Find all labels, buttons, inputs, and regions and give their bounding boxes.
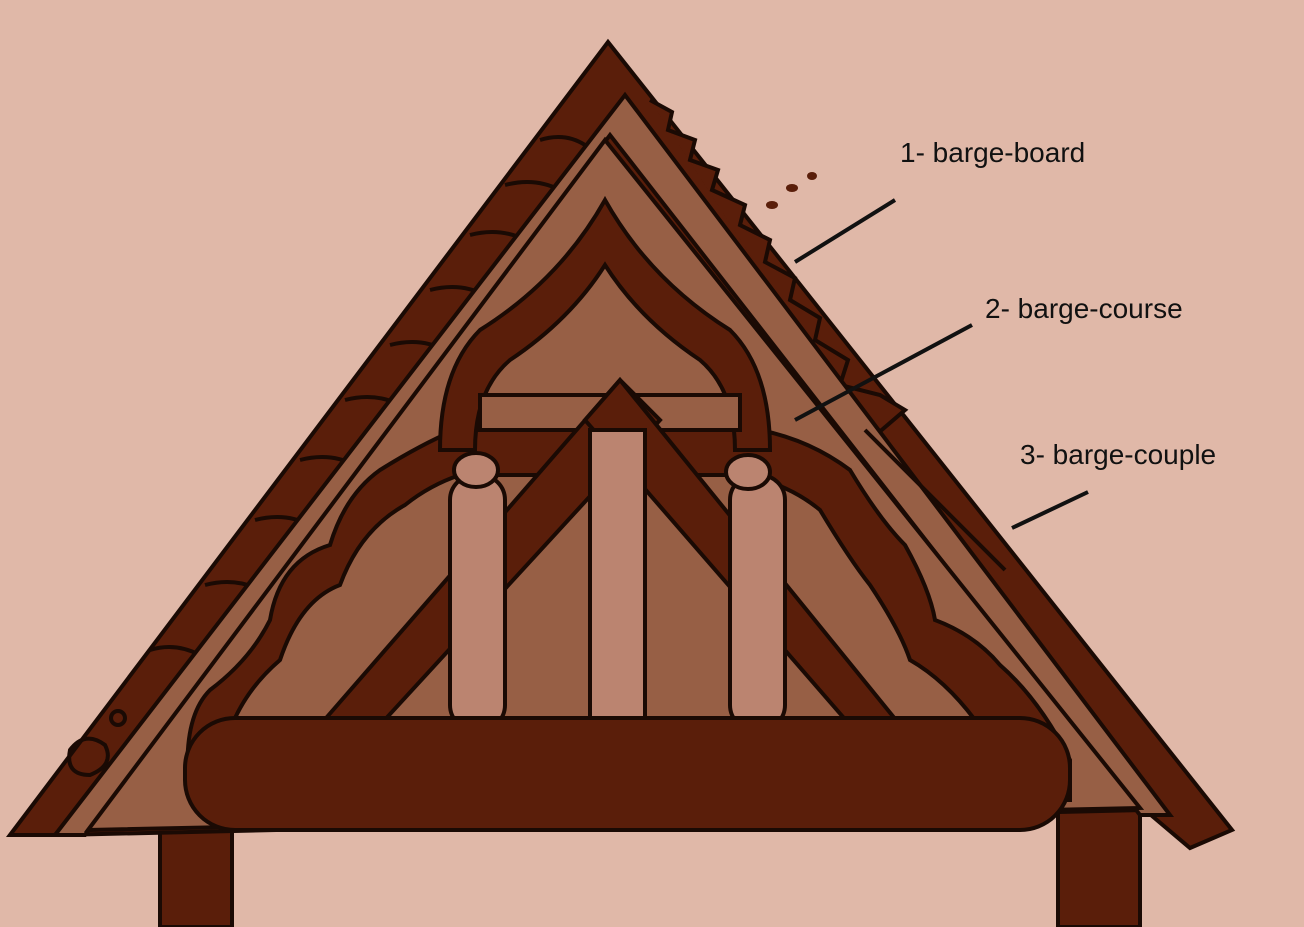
label-barge-couple: 3- barge-couple — [1020, 439, 1216, 470]
label-barge-board: 1- barge-board — [900, 137, 1085, 168]
label-barge-course: 2- barge-course — [985, 293, 1183, 324]
left-column — [450, 475, 505, 730]
left-capital — [454, 453, 498, 487]
center-column — [590, 430, 645, 730]
right-column — [730, 475, 785, 730]
left-post — [160, 825, 232, 927]
tie-beam — [185, 718, 1070, 830]
right-post — [1058, 810, 1140, 927]
right-capital — [726, 455, 770, 489]
